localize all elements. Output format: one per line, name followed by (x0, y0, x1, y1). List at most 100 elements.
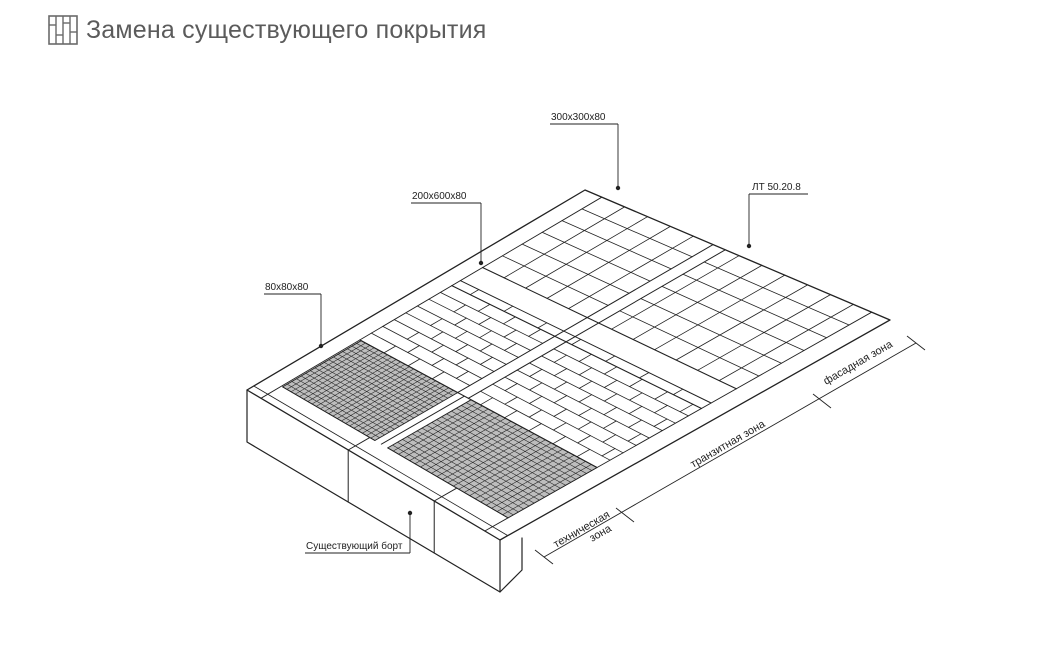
zone-boundary-facade (481, 266, 737, 390)
label-curb: Существующий борт (306, 540, 403, 552)
square-row (521, 243, 630, 294)
label-tile-200: 200x600x80 (412, 191, 467, 202)
tactile-line (357, 382, 441, 432)
brick-row (504, 376, 637, 446)
tactile-edge (282, 386, 376, 441)
curb-front-face (246, 389, 501, 593)
slab-outline (246, 189, 891, 541)
square-joint (568, 235, 694, 310)
brick-row (480, 390, 611, 461)
brick-joint (504, 342, 517, 351)
square-row (640, 298, 782, 364)
tactile-line (420, 418, 506, 468)
tactile-line (315, 359, 397, 407)
tactile-line (366, 387, 450, 436)
tactile-line (485, 454, 575, 506)
brick-joint (603, 406, 617, 416)
curb-joint (347, 437, 371, 503)
brick-row (516, 369, 650, 439)
zone-transit: транзитная зона (689, 418, 769, 471)
brick-joint (503, 329, 517, 338)
brick-joint (577, 435, 591, 444)
tactile-line (409, 411, 495, 461)
curb-end-face (499, 537, 523, 593)
brick-joint (477, 303, 491, 312)
brick-joint (577, 421, 592, 430)
cross-band (467, 249, 726, 399)
brick-joint (479, 397, 494, 406)
tactile-line (425, 421, 512, 471)
brick-joint (603, 420, 617, 429)
brick-joint (553, 368, 568, 377)
tactile-line (442, 430, 529, 480)
brick-joint (578, 353, 592, 362)
square-joint (611, 255, 740, 330)
brick-row (405, 312, 507, 365)
tray-joint (469, 289, 480, 296)
brick-joint (578, 380, 593, 389)
label-tile-300: 300x300x80 (551, 112, 606, 123)
brick-row (439, 291, 543, 344)
brick-joint (479, 343, 493, 352)
brick-joint (383, 345, 397, 354)
brick-row (416, 305, 519, 358)
tactile-line (502, 464, 592, 515)
tray-joint (639, 372, 650, 379)
zone-dimension (534, 335, 926, 565)
tactile-line (453, 436, 540, 487)
brick-row (393, 319, 495, 372)
tactile-line (458, 439, 546, 490)
square-row (501, 255, 609, 306)
brick-joint (528, 409, 543, 418)
tactile-gap (380, 395, 465, 445)
tactile-line (464, 442, 552, 493)
square-joint (525, 216, 648, 289)
brick-joint (578, 394, 593, 403)
brick-row (541, 355, 676, 424)
brick-joint (502, 316, 516, 325)
tactile-line (480, 451, 569, 503)
tactile-line (398, 405, 483, 455)
tactile-line (349, 378, 432, 427)
brick-joint (431, 371, 445, 380)
brick-joint (553, 381, 568, 390)
tactile-line (436, 427, 523, 477)
brick-row (428, 298, 531, 351)
square-row (541, 231, 651, 282)
brick-joint (453, 304, 466, 313)
brick-joint (504, 396, 518, 405)
curb-arris (253, 385, 509, 536)
brick-joint (479, 356, 493, 365)
brick-joint (629, 378, 643, 388)
brick-joint (504, 410, 518, 419)
brick-joint (654, 391, 668, 400)
tactile-line (491, 458, 581, 509)
brick-joint (529, 382, 543, 391)
tactile-line (307, 354, 388, 402)
brick-joint (430, 318, 443, 326)
tactile-line (332, 368, 414, 417)
square-row (581, 208, 693, 258)
tactile-edge (387, 447, 509, 519)
tray-joint (537, 322, 548, 329)
brick-joint (627, 433, 642, 442)
brick-joint (529, 368, 543, 377)
tactile-line (414, 414, 500, 465)
brick-joint (455, 357, 469, 366)
brick-row (492, 383, 624, 454)
brick-joint (553, 408, 567, 417)
brick-joint (578, 367, 593, 376)
brick-joint (431, 344, 444, 353)
callout-200: 200x600x80 (411, 191, 484, 266)
tactile-line (328, 366, 410, 414)
brick-joint (553, 395, 568, 404)
tactile-line (286, 342, 366, 390)
brick-joint (431, 358, 445, 366)
tactile-line (311, 356, 393, 405)
square-joint (632, 264, 763, 340)
brick-joint (628, 419, 642, 428)
brick-joint (679, 403, 694, 413)
tactile-line (290, 345, 371, 393)
square-joint (654, 274, 786, 351)
